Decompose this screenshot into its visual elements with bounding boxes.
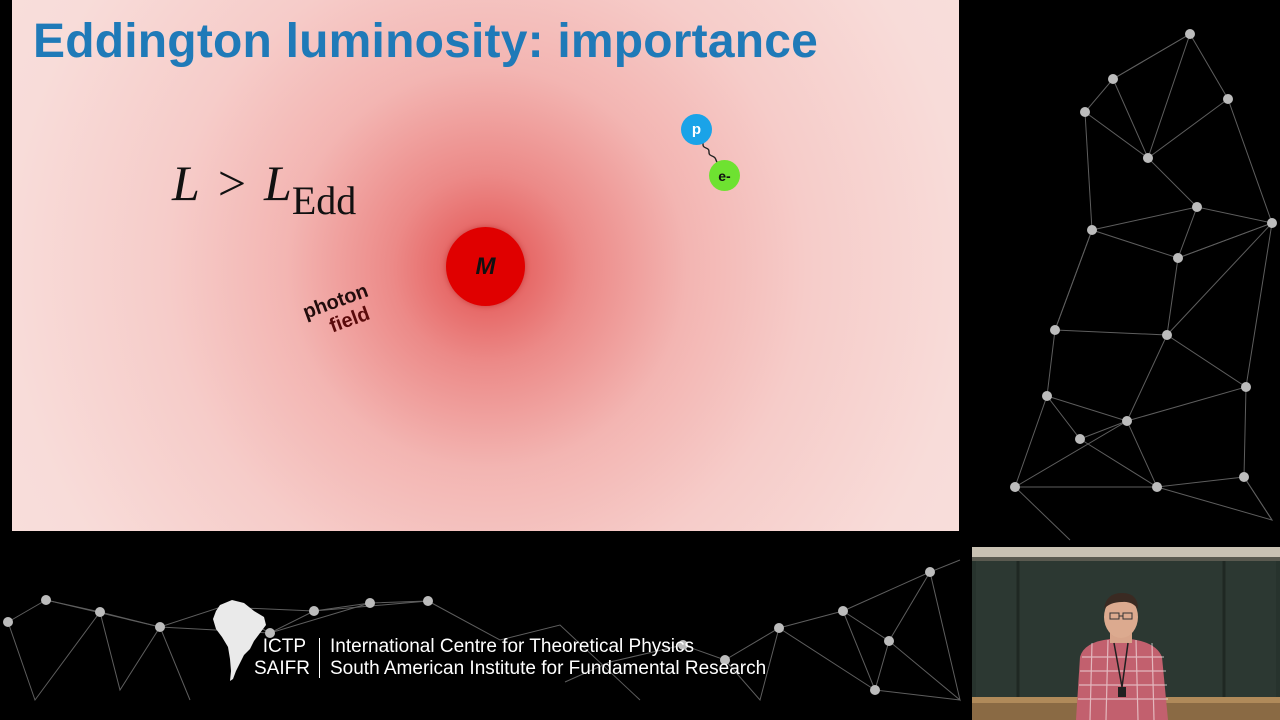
- photon-field-label: photon field: [300, 280, 379, 345]
- logo-abbr-ictp: ICTP: [262, 636, 306, 657]
- eddington-subscript: Edd: [291, 178, 357, 223]
- logo-abbreviation: ICTP SAIFR: [254, 636, 310, 680]
- luminosity-symbol: L: [172, 155, 200, 211]
- greater-than-sign: >: [217, 155, 247, 211]
- slide-title: Eddington luminosity: importance: [33, 15, 819, 68]
- slide-canvas: Eddington luminosity: importance L>LEdd …: [12, 0, 959, 531]
- logo-full-saifr: South American Institute for Fundamental…: [330, 658, 767, 679]
- eddington-inequality: L>LEdd: [172, 158, 356, 221]
- electron-label: e-: [718, 167, 731, 184]
- central-mass: M: [446, 227, 525, 306]
- speaker-video-feed: [972, 547, 1280, 720]
- eddington-luminosity-symbol: L: [264, 155, 292, 211]
- logo-full-name: International Centre for Theoretical Phy…: [330, 636, 766, 680]
- logo-abbr-saifr: SAIFR: [254, 658, 310, 679]
- proton-electron-bond: [699, 139, 721, 165]
- logo-full-ictp: International Centre for Theoretical Phy…: [330, 636, 694, 657]
- mass-label: M: [475, 252, 496, 280]
- proton-label: p: [691, 121, 702, 138]
- south-america-map-icon: [213, 600, 266, 681]
- proton-particle: p: [681, 114, 712, 145]
- electron-particle: e-: [709, 160, 740, 191]
- logo-divider: [319, 638, 320, 678]
